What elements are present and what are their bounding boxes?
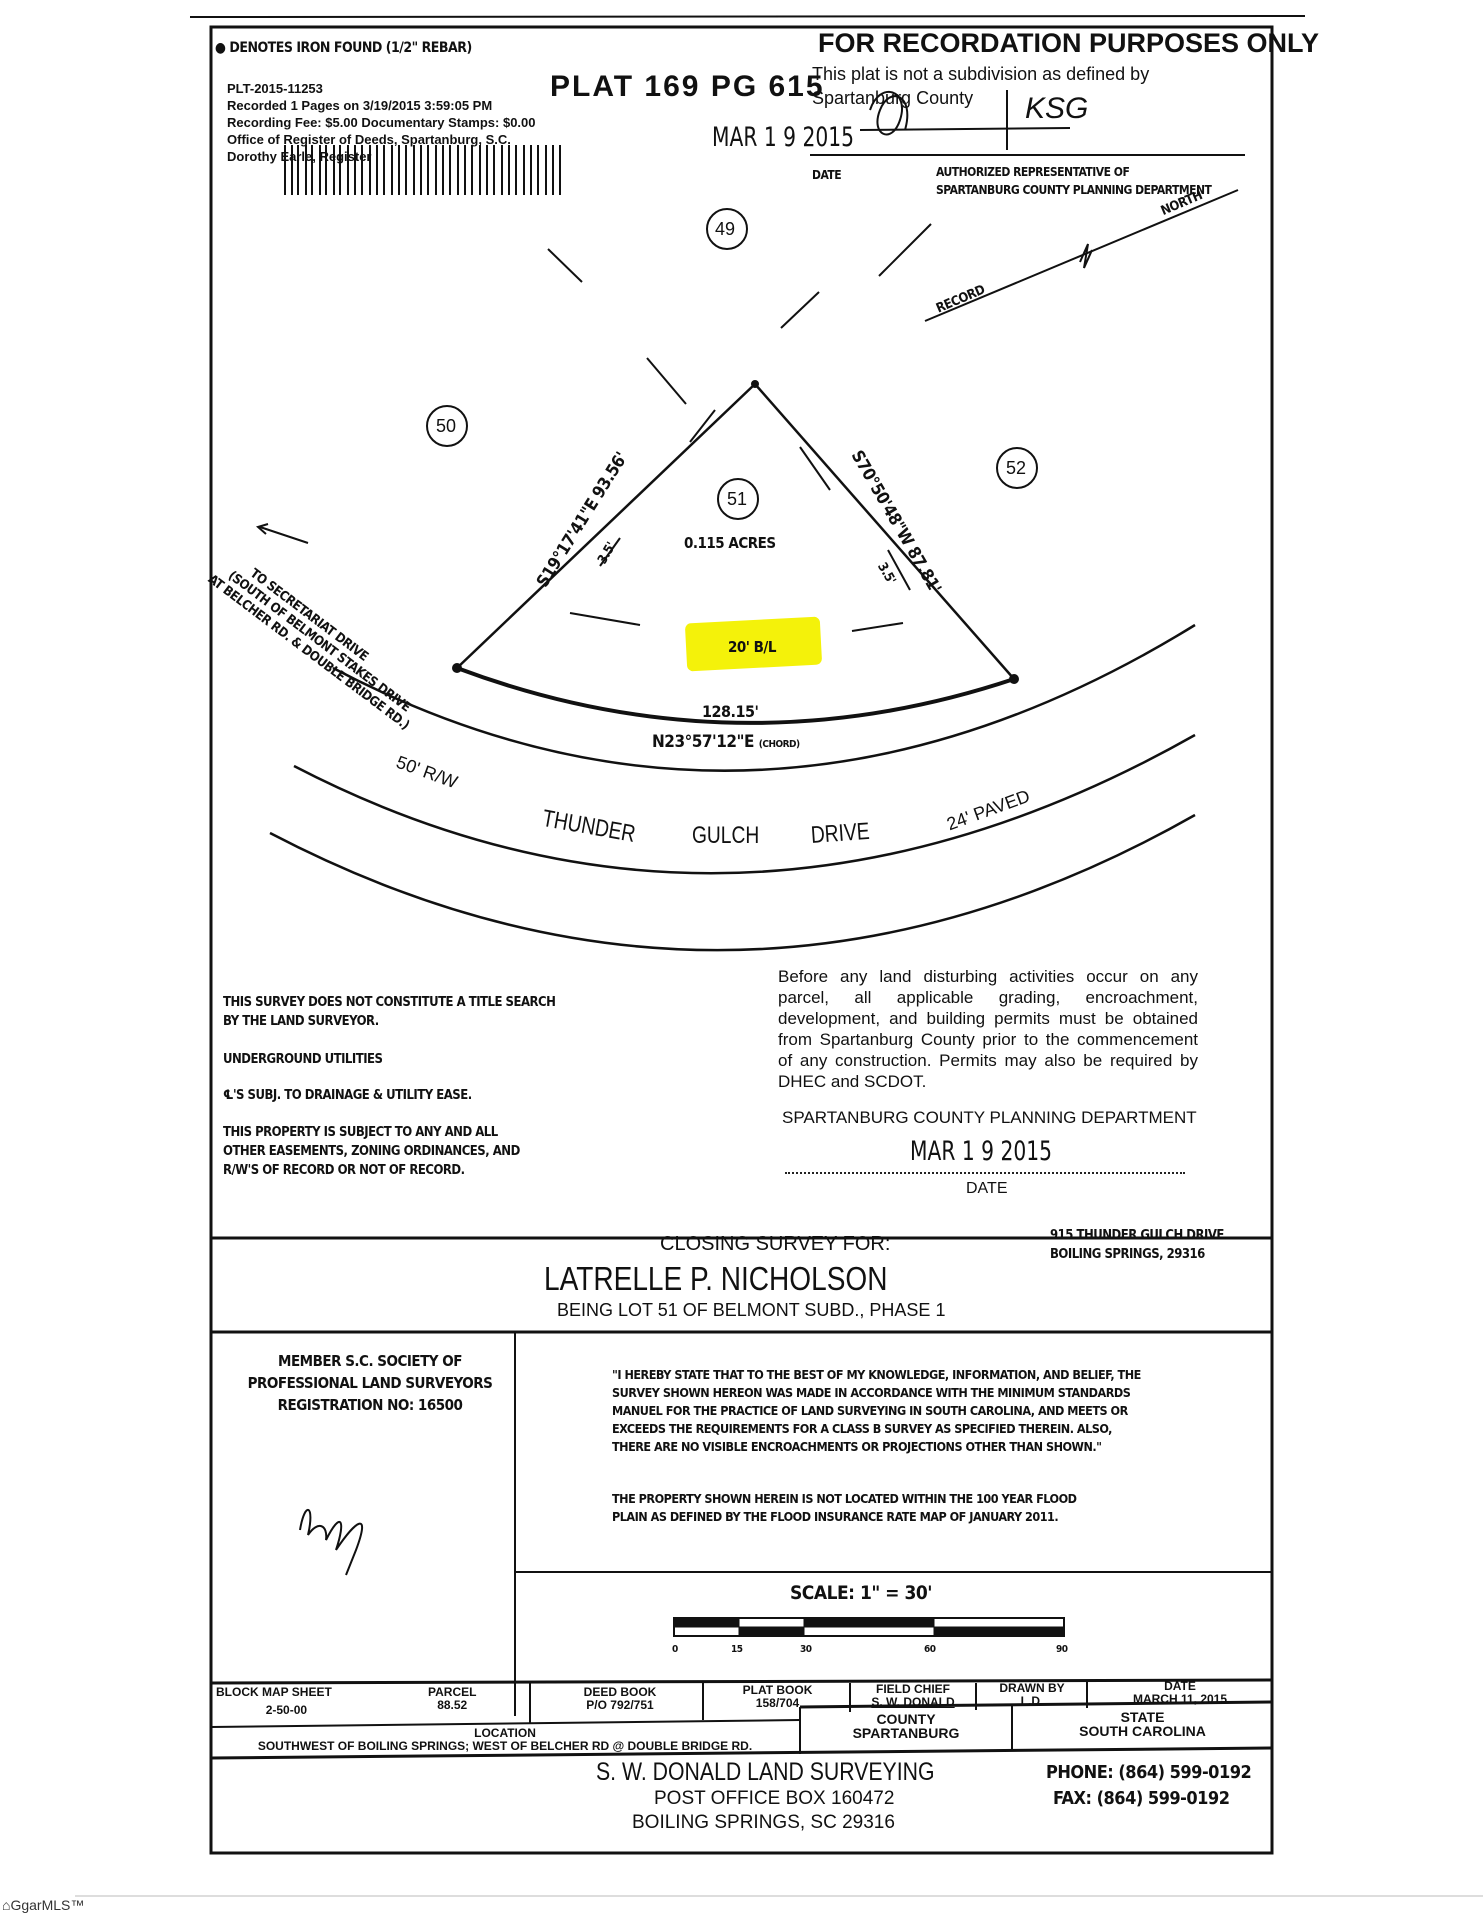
firm-city: BOILING SPRINGS, SC 29316	[632, 1812, 895, 1833]
permits-notice: Before any land disturbing activities oc…	[778, 967, 1198, 1091]
note-title-search-1: THIS SURVEY DOES NOT CONSTITUTE A TITLE …	[223, 995, 556, 1010]
scale-tick-60: 60	[924, 1644, 936, 1655]
firm-fax: FAX: (864) 599-0192	[1053, 1788, 1230, 1809]
scale-tick-0: 0	[672, 1644, 678, 1655]
lot-line-right	[754, 383, 1015, 680]
note-drainage: ℄'S SUBJ. TO DRAINAGE & UTILITY EASE.	[223, 1088, 472, 1103]
lot-49-label: 49	[715, 219, 736, 239]
street-word-3: DRIVE	[810, 817, 871, 849]
recording-register: Dorothy Earle, Register	[227, 149, 372, 164]
flood-statement: THE PROPERTY SHOWN HEREIN IS NOT LOCATED…	[612, 1491, 1077, 1524]
firm-po-box: POST OFFICE BOX 160472	[654, 1788, 895, 1809]
date-label: DATE	[812, 168, 842, 182]
note-property-2: OTHER EASEMENTS, ZONING ORDINANCES, AND	[223, 1144, 520, 1159]
firm-phone: PHONE: (864) 599-0192	[1046, 1762, 1252, 1783]
plat-stamp: PLAT 169 PG 615	[550, 70, 825, 103]
street-word-2: GULCH	[692, 822, 760, 849]
recordation-text: This plat is not a subdivision as define…	[812, 64, 1150, 108]
mls-watermark: ⌂GgarMLS™	[2, 1897, 85, 1913]
address-line-1: 915 THUNDER GULCH DRIVE	[1050, 1228, 1224, 1243]
closing-survey-for: CLOSING SURVEY FOR:	[660, 1233, 891, 1255]
lot-line-left	[456, 383, 756, 669]
lot-description: BEING LOT 51 OF BELMONT SUBD., PHASE 1	[557, 1300, 946, 1320]
stamp-date: MAR 1 9 2015	[712, 122, 855, 153]
direction-arrow	[259, 526, 309, 544]
house-logo-icon: ⌂	[2, 1897, 11, 1913]
chord-bearing: N23°57'12"E (CHORD)	[652, 732, 800, 752]
initials: KSG	[1025, 92, 1089, 125]
lot-49-circle	[706, 208, 748, 250]
road-edge-2	[293, 733, 1196, 875]
lot-52-circle	[996, 447, 1038, 489]
page-border	[209, 25, 1274, 1855]
lot-52-label: 52	[1006, 458, 1027, 478]
lot-50-label: 50	[436, 416, 457, 436]
lot-51-label: 51	[727, 489, 748, 509]
arc-length: 128.15'	[702, 702, 759, 721]
date-line	[785, 1172, 1185, 1174]
scale-label: SCALE: 1" = 30'	[790, 1582, 932, 1604]
recording-line: Recorded 1 Pages on 3/19/2015 3:59:05 PM	[227, 98, 493, 113]
surveyor-signature	[299, 1508, 364, 1576]
lot-front-arc	[456, 666, 1015, 725]
firm-name: S. W. DONALD LAND SURVEYING	[596, 1758, 935, 1786]
certification-statement: "I HEREBY STATE THAT TO THE BEST OF MY K…	[612, 1367, 1141, 1454]
recordation-title: FOR RECORDATION PURPOSES ONLY	[818, 28, 1320, 58]
scale-tick-90: 90	[1056, 1644, 1068, 1655]
scale-tick-15: 15	[731, 1644, 743, 1655]
iron-legend: ● DENOTES IRON FOUND (1/2" REBAR)	[215, 40, 472, 56]
north-arrow	[924, 189, 1239, 322]
road-edge-3	[269, 813, 1196, 952]
note-utilities: UNDERGROUND UTILITIES	[223, 1052, 383, 1067]
planning-stamp-date: MAR 1 9 2015	[910, 1136, 1053, 1167]
planning-date-label: DATE	[966, 1180, 1008, 1197]
barcode	[284, 145, 561, 195]
recording-office: Office of Register of Deeds, Spartanburg…	[227, 132, 511, 147]
rep-label-1: AUTHORIZED REPRESENTATIVE OF	[936, 165, 1130, 179]
recording-doc-no: PLT-2015-11253	[227, 81, 323, 96]
rep-label-2: SPARTANBURG COUNTY PLANNING DEPARTMENT	[936, 183, 1212, 197]
planning-dept: SPARTANBURG COUNTY PLANNING DEPARTMENT	[782, 1108, 1197, 1127]
building-line-label: 20' B/L	[728, 638, 776, 656]
signature-scribble	[869, 90, 909, 136]
road-edge-1	[332, 623, 1196, 772]
recording-fee: Recording Fee: $5.00 Documentary Stamps:…	[227, 115, 536, 130]
top-rule	[189, 15, 1306, 18]
lot-51-circle	[717, 478, 759, 520]
note-property-3: R/W'S OF RECORD OR NOT OF RECORD.	[223, 1163, 465, 1178]
address-line-2: BOILING SPRINGS, 29316	[1050, 1247, 1205, 1262]
client-name: LATRELLE P. NICHOLSON	[544, 1260, 888, 1297]
scale-tick-30: 30	[800, 1644, 812, 1655]
lot-50-circle	[426, 405, 468, 447]
iron-pins	[452, 380, 1019, 684]
page-edge	[75, 1895, 1483, 1897]
note-title-search-2: BY THE LAND SURVEYOR.	[223, 1014, 379, 1029]
lot-area: 0.115 ACRES	[684, 534, 776, 552]
note-property-1: THIS PROPERTY IS SUBJECT TO ANY AND ALL	[223, 1125, 498, 1140]
